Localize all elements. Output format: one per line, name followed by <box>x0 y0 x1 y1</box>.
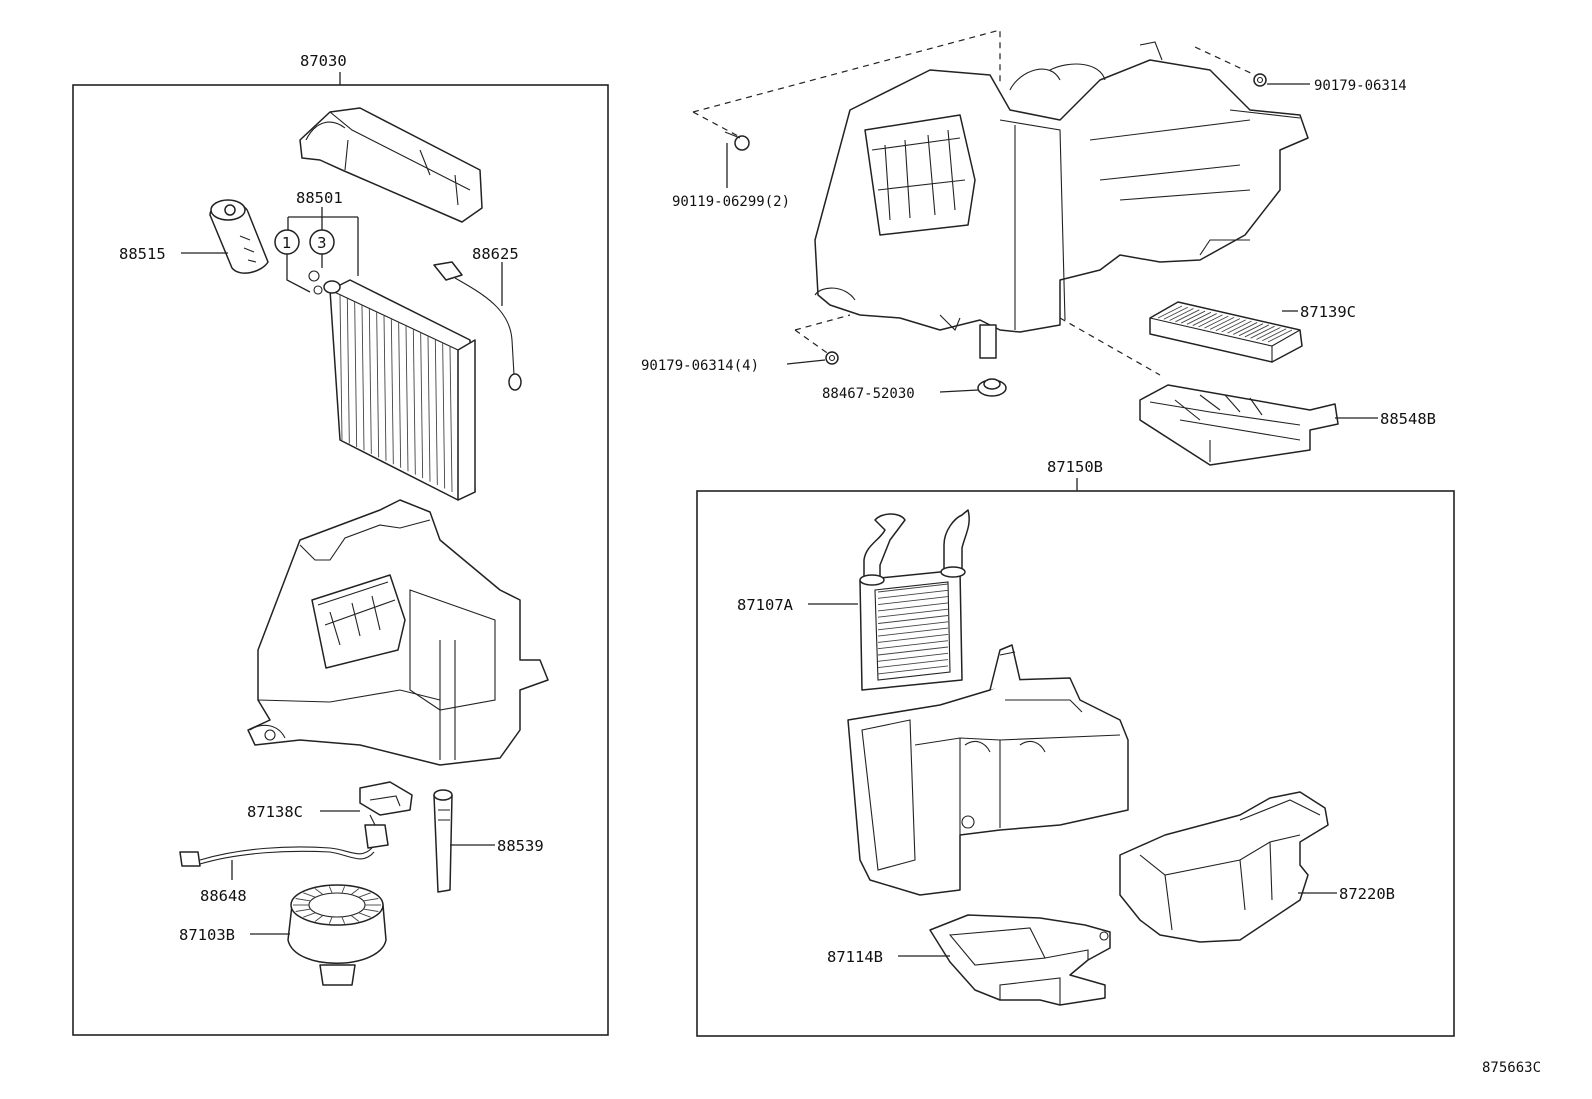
screw-part-90119 <box>724 131 750 151</box>
callout-88515: 88515 <box>119 245 166 263</box>
callout-90119: 90119-06299(2) <box>672 194 790 210</box>
callout-88648: 88648 <box>200 887 247 905</box>
blower-resistor-part-87138C <box>359 781 413 849</box>
damper-case-part-87220B <box>1119 791 1329 943</box>
filter-case-part-88548B <box>1139 384 1339 466</box>
callout-87103B: 87103B <box>179 926 235 944</box>
drain-hose-part-88539 <box>433 789 453 893</box>
callout-88501: 88501 <box>296 189 343 207</box>
evaporator-core-part <box>323 279 476 501</box>
unit-housing-left-part <box>247 499 549 766</box>
callout-88467: 88467-52030 <box>822 386 915 402</box>
dashed-reference-lines <box>692 29 1256 376</box>
complete-hvac-unit-part <box>814 41 1309 359</box>
sensor-part-88515 <box>209 199 269 274</box>
circled-ref-3-label: 3 <box>317 234 327 252</box>
callout-88501-group: 88501 1 3 <box>274 189 359 295</box>
wire-harness-part-88648 <box>179 846 375 867</box>
callout-90179-top: 90179-06314 <box>1314 78 1407 94</box>
grommet-part-88467 <box>977 378 1007 397</box>
sensor-wire-part-88625 <box>433 261 522 391</box>
callout-88539: 88539 <box>497 837 544 855</box>
callout-90179-4: 90179-06314(4) <box>641 358 759 374</box>
heater-core-part-87107A <box>859 509 970 691</box>
nut-part-90179-top <box>1253 73 1267 87</box>
callout-87114B: 87114B <box>827 948 883 966</box>
air-duct-part-87114B <box>929 914 1111 1006</box>
upper-duct-part <box>299 107 483 223</box>
callout-87220B: 87220B <box>1339 885 1395 903</box>
circled-ref-1-label: 1 <box>282 234 292 252</box>
callout-87139C: 87139C <box>1300 303 1356 321</box>
assembly-label-87150B: 87150B <box>1047 458 1103 476</box>
left-assembly-frame: 87030 <box>72 52 609 1036</box>
blower-motor-part-87103B <box>287 884 387 986</box>
figure-code: 875663C <box>1482 1060 1541 1076</box>
heater-case-part <box>847 644 1129 896</box>
callout-87107A: 87107A <box>737 596 794 614</box>
air-filter-part-87139C <box>1149 301 1303 363</box>
callout-87138C: 87138C <box>247 803 303 821</box>
callout-88625: 88625 <box>472 245 519 263</box>
assembly-label-87030: 87030 <box>300 52 347 70</box>
nut-part-90179-4 <box>825 351 839 365</box>
callout-88548B: 88548B <box>1380 410 1436 428</box>
right-assembly-frame: 87150B <box>696 458 1455 1037</box>
